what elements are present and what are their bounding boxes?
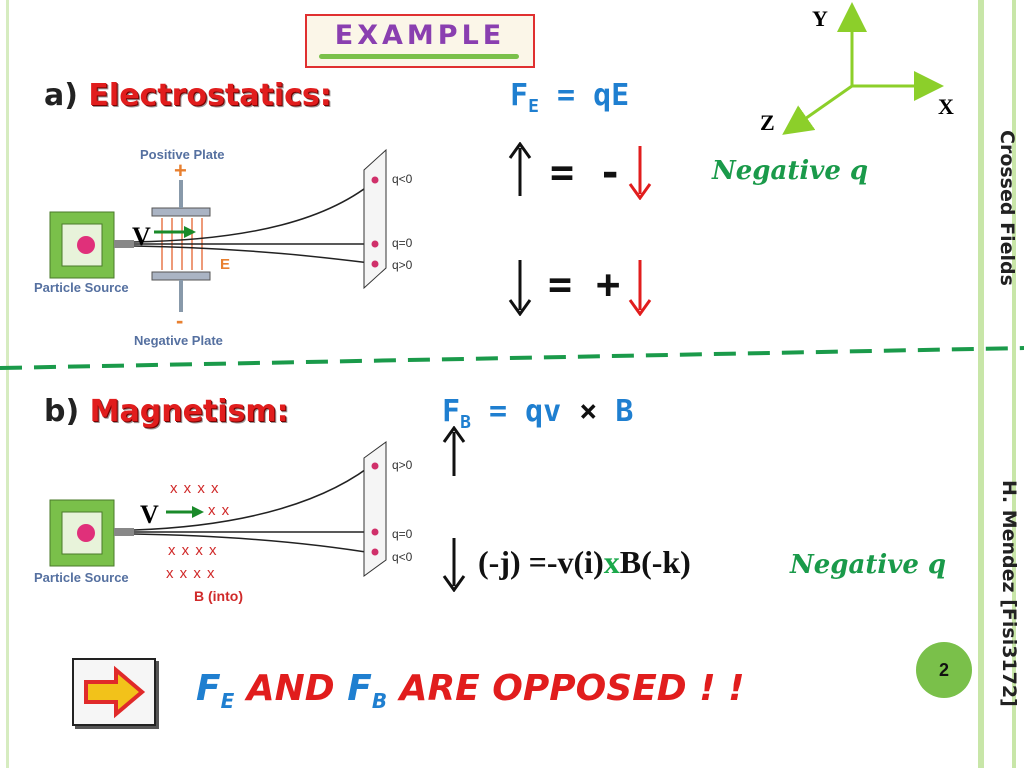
down-arrow-red-a1 — [628, 146, 652, 200]
particle-source-b — [49, 499, 134, 567]
arrow-icon-box — [72, 658, 156, 726]
b-into-label: B (into) — [194, 588, 243, 604]
q-label-b-bot: q<0 — [392, 550, 413, 564]
left-border-line — [6, 0, 9, 768]
velocity-label-a: V — [132, 222, 151, 251]
b-field-x-row-4: x x x x — [166, 565, 216, 582]
section-divider — [0, 346, 1024, 370]
part-a-header: a) Electrostatics: — [44, 78, 332, 113]
electrostatics-diagram — [49, 148, 387, 312]
example-badge: EXAMPLE — [305, 14, 535, 68]
detector-screen-b — [363, 441, 387, 577]
down-arrow-black-b — [442, 538, 466, 592]
q-label-a-bot: q>0 — [392, 258, 413, 272]
z-axis-arrow — [782, 84, 853, 135]
positive-plate-label: Positive Plate — [140, 147, 225, 162]
q-label-a-mid: q=0 — [392, 236, 413, 250]
part-b-title: Magnetism: — [89, 394, 289, 429]
part-a-negative-q: Negative q — [712, 156, 869, 186]
down-arrow-red-a2 — [628, 260, 652, 316]
part-b-header: b) Magnetism: — [44, 394, 289, 429]
right-arrow-icon — [84, 665, 146, 719]
b-field-x-row-3: x x x x — [168, 542, 218, 559]
b-field-x-row-1: x x x x — [170, 480, 220, 497]
sidebar-line-right — [1012, 0, 1016, 768]
up-arrow-black-b — [442, 426, 466, 476]
sidebar-topic: Crossed Fields — [996, 130, 1018, 286]
example-badge-underline — [319, 54, 519, 59]
part-a-eq2: = + — [548, 262, 621, 308]
field-label-e: E — [220, 256, 231, 273]
sidebar-author: H. Mendez [Fisi3172] — [998, 480, 1020, 707]
down-arrow-black-a — [508, 260, 532, 316]
part-a-title: Electrostatics: — [88, 78, 332, 113]
part-b-negative-q: Negative q — [790, 550, 947, 580]
part-b-equation: (-j) =-v(i)xB(-k) — [478, 544, 691, 580]
page-number: 2 — [938, 659, 949, 680]
negative-plate-label: Negative Plate — [134, 333, 223, 348]
minus-sign: - — [176, 308, 184, 333]
example-badge-text: EXAMPLE — [334, 20, 506, 51]
magnetism-diagram — [49, 441, 387, 577]
axes-diagram — [782, 2, 944, 135]
axis-label-y: Y — [812, 6, 828, 31]
part-b-letter: b) — [44, 394, 80, 429]
negative-plate — [151, 271, 211, 281]
conclusion-text: FE AND FB ARE OPPOSED ! ! — [196, 668, 745, 714]
up-arrow-black-a — [508, 142, 532, 196]
page-number-badge: 2 — [916, 642, 972, 698]
b-field-x-row-2: x x — [208, 502, 231, 519]
particle-source-label-b: Particle Source — [34, 570, 129, 585]
axis-label-x: X — [938, 94, 954, 119]
q-label-a-top: q<0 — [392, 172, 413, 186]
positive-plate — [151, 207, 211, 217]
part-a-formula: FE = qE — [510, 78, 630, 117]
particle-source-a — [49, 211, 134, 279]
plus-sign: + — [174, 158, 187, 183]
part-a-letter: a) — [44, 78, 78, 113]
axis-label-z: Z — [760, 110, 775, 135]
velocity-label-b: V — [140, 500, 159, 529]
detector-screen-a — [363, 148, 387, 290]
sidebar-line-left — [978, 0, 984, 768]
part-a-eq1: = - — [550, 150, 623, 196]
particle-source-label-a: Particle Source — [34, 280, 129, 295]
q-label-b-top: q>0 — [392, 458, 413, 472]
q-label-b-mid: q=0 — [392, 527, 413, 541]
part-b-formula: FB = qv × B — [442, 394, 634, 433]
